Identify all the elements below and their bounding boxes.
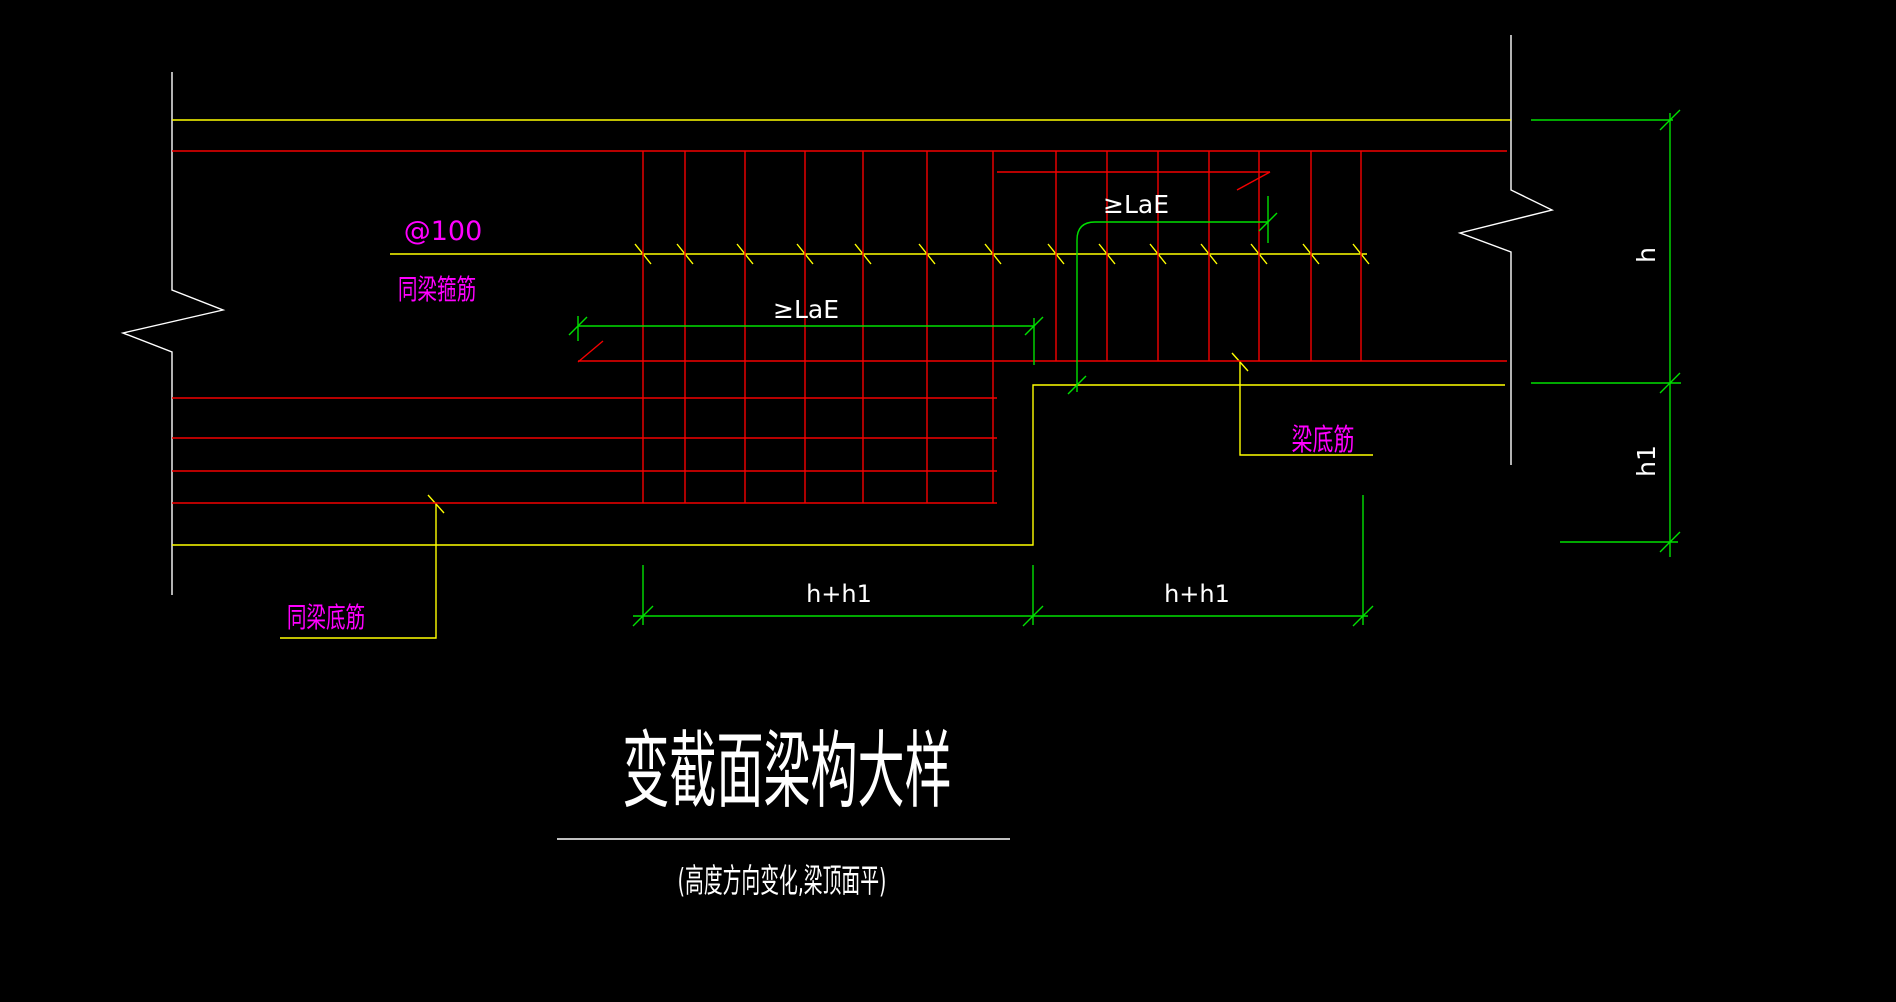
same-beam-stirrups-label: 同梁箍筋 bbox=[398, 274, 476, 306]
dimension-span-right-label: h+h1 bbox=[1164, 580, 1230, 608]
anchorage-bar-right bbox=[1076, 221, 1268, 392]
dimension-bottom-chain bbox=[632, 495, 1374, 627]
stirrups-right-beam bbox=[1055, 151, 1362, 361]
anchorage-bar-left-end-tick bbox=[568, 316, 588, 336]
red-rebar-group bbox=[172, 150, 1507, 504]
beam-break-lines bbox=[120, 35, 1555, 840]
stirrups-left-beam bbox=[642, 151, 994, 503]
dimension-h1-label: h1 bbox=[1632, 445, 1661, 477]
dimension-h-label: h bbox=[1632, 247, 1661, 263]
dimension-span-left-label: h+h1 bbox=[806, 580, 872, 608]
right-beam-bottom-bar-start-tick bbox=[577, 340, 604, 363]
second-top-bar-end-tick bbox=[1236, 171, 1271, 191]
same-beam-bottom-bars-label: 同梁底筋 bbox=[287, 602, 365, 634]
anchorage-left-label: ≥LaE bbox=[773, 295, 839, 324]
beam-bottom-bars-label: 梁底筋 bbox=[1292, 423, 1355, 458]
bottom-longitudinal-bar-stepped bbox=[172, 384, 1505, 546]
same-beam-bottom-bars-leader-tick bbox=[427, 494, 445, 514]
same-beam-bottom-bars-leader bbox=[280, 503, 437, 639]
anchorage-bar-left-hook-tick bbox=[1024, 316, 1044, 336]
break-line-right bbox=[1457, 35, 1555, 465]
anchorage-bar-right-hook-tick bbox=[1067, 375, 1087, 395]
beam-bottom-bars-leader bbox=[1239, 361, 1373, 456]
stirrup-spacing-label: @100 bbox=[404, 216, 483, 247]
drawing-title: 变截面梁构大样 bbox=[622, 723, 951, 820]
green-group bbox=[568, 109, 1681, 627]
drawing-subtitle: (高度方向变化,梁顶面平) bbox=[678, 863, 887, 901]
break-line-left bbox=[120, 72, 226, 595]
anchorage-right-label: ≥LaE bbox=[1103, 190, 1169, 219]
dimension-right-chain bbox=[1531, 109, 1681, 557]
beam-bottom-bars-leader-tick bbox=[1231, 352, 1249, 372]
yellow-rebar-group bbox=[172, 119, 1511, 639]
anchorage-bar-right-end-tick bbox=[1258, 212, 1278, 232]
